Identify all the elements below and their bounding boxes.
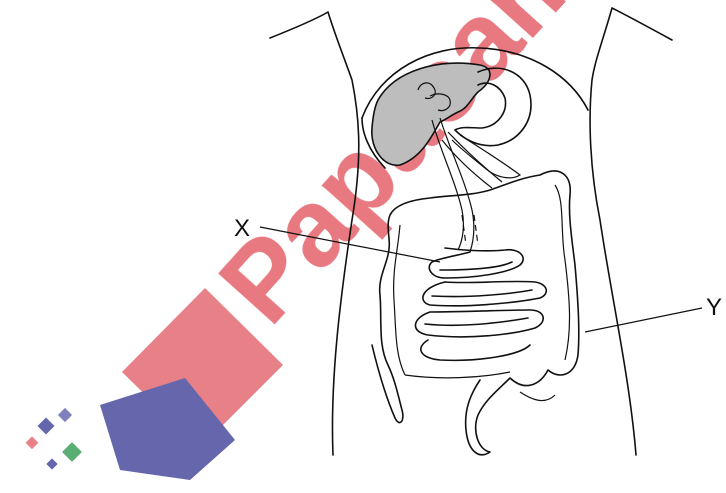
- watermark-pixel: [62, 442, 82, 462]
- label-y: Y: [706, 294, 722, 321]
- watermark-pixel: [58, 408, 72, 422]
- small-intestine: [405, 248, 546, 378]
- watermark-pixel: [26, 436, 39, 449]
- watermark-pixel: [46, 458, 57, 469]
- watermark-text: Papacam: [196, 0, 611, 346]
- label-x: X: [234, 215, 250, 242]
- watermark-logo: Papacam: [26, 0, 611, 480]
- watermark-pixel: [38, 418, 55, 435]
- label-y-line: [585, 308, 702, 332]
